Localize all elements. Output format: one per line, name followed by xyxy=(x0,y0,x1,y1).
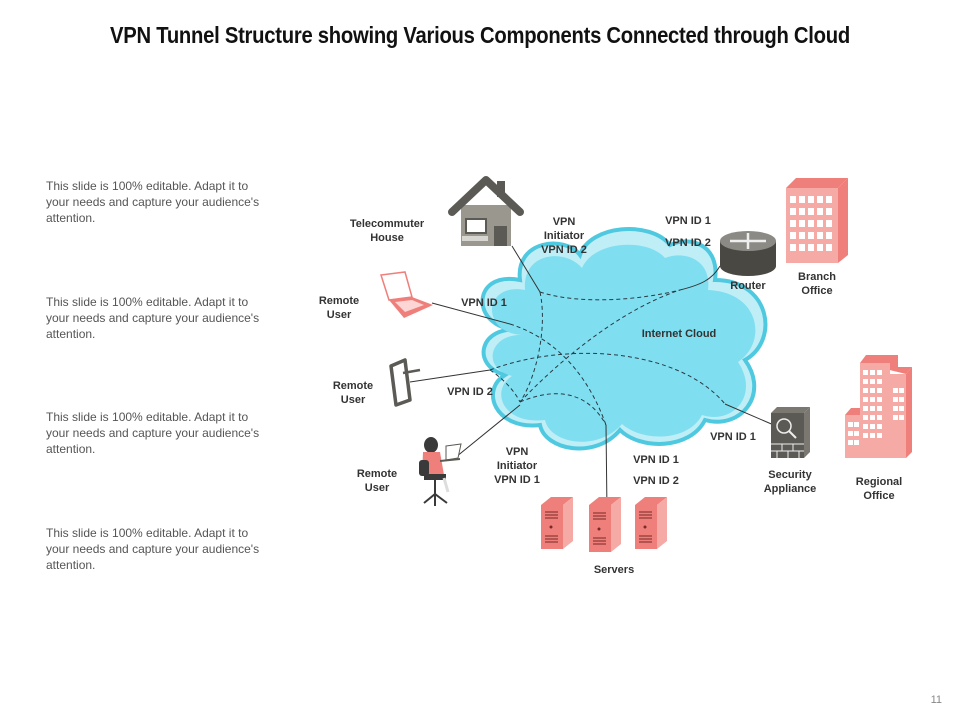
label-vpn-initiator-2b: Initiator xyxy=(544,230,585,242)
security-appliance-icon xyxy=(771,407,810,458)
cloud-body xyxy=(491,244,756,442)
label-tablet-vpn-id: VPN ID 2 xyxy=(447,386,493,398)
label-security-2: Appliance xyxy=(764,483,817,495)
label-router: Router xyxy=(730,280,766,292)
label-laptop-vpn-id: VPN ID 1 xyxy=(461,297,507,309)
label-telecommuter-2: House xyxy=(370,232,404,244)
internet-cloud: Internet Cloud xyxy=(480,227,768,451)
link-laptop xyxy=(431,302,511,325)
server-2 xyxy=(589,497,621,552)
label-remote-user-2b: User xyxy=(341,394,366,406)
link-router xyxy=(679,265,721,291)
vpn-tunnels xyxy=(489,289,726,426)
tunnel-house-router xyxy=(539,289,681,301)
slide-title: VPN Tunnel Structure showing Various Com… xyxy=(110,22,850,48)
branch-office-icon xyxy=(786,178,848,263)
label-vpn-initiator-1a: VPN xyxy=(506,446,529,458)
router-icon xyxy=(720,231,776,276)
note-text-1: This slide is 100% editable. Adapt it to… xyxy=(46,179,260,225)
link-house xyxy=(511,245,541,293)
tunnel-laptop-servers xyxy=(509,323,607,426)
label-vpn-initiator-2a: VPN xyxy=(553,216,576,228)
server-3 xyxy=(635,497,667,549)
note-text-2: This slide is 100% editable. Adapt it to… xyxy=(46,295,260,341)
label-remote-user-1b: User xyxy=(327,309,352,321)
link-seated-user xyxy=(455,404,521,458)
firewall-bricks xyxy=(771,443,804,458)
label-vpn-initiator-1c: VPN ID 1 xyxy=(494,474,540,486)
label-telecommuter-1: Telecommuter xyxy=(350,218,425,230)
house-icon xyxy=(448,176,524,246)
link-security xyxy=(724,403,777,427)
label-router-vpn-id-1: VPN ID 1 xyxy=(665,215,711,227)
server-1 xyxy=(541,497,573,549)
laptop-icon xyxy=(380,271,433,318)
seated-user-icon xyxy=(419,437,462,506)
label-vpn-initiator-1b: Initiator xyxy=(497,460,538,472)
page-number: 11 xyxy=(930,694,942,706)
servers-icon xyxy=(541,497,667,552)
label-router-vpn-id-2: VPN ID 2 xyxy=(665,237,711,249)
link-tablet xyxy=(409,369,491,383)
label-branch-office-2: Office xyxy=(801,285,832,297)
note-text-4: This slide is 100% editable. Adapt it to… xyxy=(46,526,260,572)
branch-office-windows xyxy=(790,196,832,251)
regional-office-icon xyxy=(845,355,912,458)
cloud-label: Internet Cloud xyxy=(642,328,717,340)
label-server-vpn-id-1: VPN ID 1 xyxy=(633,454,679,466)
solid-links xyxy=(409,245,777,513)
label-remote-user-2a: Remote xyxy=(333,380,373,392)
label-regional-office-1: Regional xyxy=(856,476,902,488)
label-servers: Servers xyxy=(594,564,634,576)
tunnel-center-router xyxy=(519,289,681,403)
tablet-icon xyxy=(389,358,421,407)
label-remote-user-1a: Remote xyxy=(319,295,359,307)
label-remote-user-3a: Remote xyxy=(357,468,397,480)
regional-office-windows xyxy=(848,370,904,445)
label-regional-office-2: Office xyxy=(863,490,894,502)
label-security-1: Security xyxy=(768,469,812,481)
tunnel-tablet-center xyxy=(489,369,521,403)
label-branch-office-1: Branch xyxy=(798,271,836,283)
label-security-vpn-id: VPN ID 1 xyxy=(710,431,756,443)
label-remote-user-3b: User xyxy=(365,482,390,494)
label-server-vpn-id-2: VPN ID 2 xyxy=(633,475,679,487)
note-text-3: This slide is 100% editable. Adapt it to… xyxy=(46,410,260,456)
label-vpn-initiator-2c: VPN ID 2 xyxy=(541,244,587,256)
